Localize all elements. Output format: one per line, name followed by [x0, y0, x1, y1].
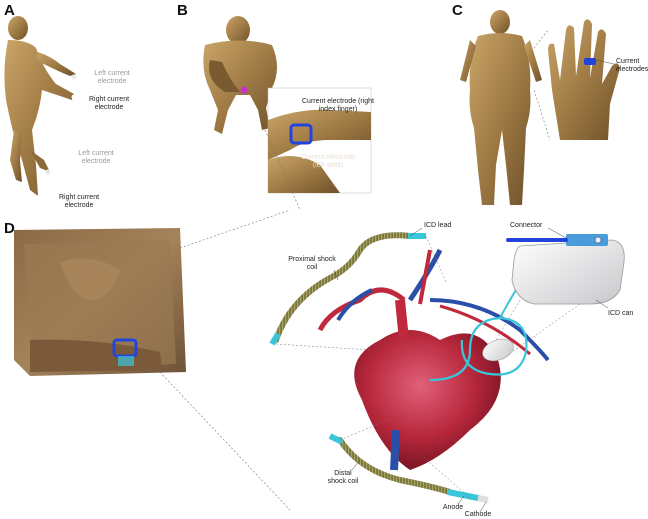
- callout-distal: [351, 459, 361, 471]
- label-right-current-electrode-upper: Right current electrode: [88, 96, 130, 111]
- callout-can: [595, 299, 609, 309]
- d-guide-1: [425, 235, 447, 283]
- panel-d-dash-bottom: [159, 371, 291, 511]
- panel-c-dash-bottom: [533, 89, 551, 141]
- panel-b-inset: [267, 87, 372, 194]
- d-guide-6: [419, 453, 471, 499]
- distal-coil-tip: [328, 433, 344, 445]
- finger-electrode-ring: [289, 123, 313, 145]
- panel-c-hand: [548, 19, 620, 140]
- panel-c-dash-top: [533, 29, 549, 49]
- label-anode: Anode: [442, 504, 464, 511]
- callout-proximal: [333, 269, 339, 281]
- callout-anode: [457, 495, 465, 505]
- d-guide-2: [275, 343, 371, 351]
- label-proximal-shock-coil: Proximal shock coil: [288, 256, 336, 271]
- panel-c-figure: [460, 10, 542, 205]
- label-current-electrode-finger: Current electrode (right index finger): [302, 98, 374, 113]
- panel-letter-a: A: [4, 2, 15, 19]
- label-connector: Connector: [510, 222, 543, 229]
- distal-shock-coil: [337, 437, 453, 495]
- label-left-current-electrode-lower: Left current electrode: [78, 150, 114, 165]
- panel-b-dash: [264, 129, 301, 211]
- label-icd-lead: ICD lead: [424, 222, 452, 229]
- label-icd-can: ICD can: [608, 310, 634, 317]
- label-current-electrode-wrist: Current electrode (left wrist): [300, 154, 356, 169]
- label-distal-shock-coil: Distal shock coil: [327, 470, 359, 485]
- proximal-shock-coil: [273, 232, 413, 343]
- callout-cathode: [479, 501, 487, 513]
- cathode-tip: [477, 495, 489, 503]
- callout-connector: [547, 227, 567, 239]
- panel-letter-d: D: [4, 220, 15, 237]
- panel-b-figure: [203, 16, 277, 134]
- panel-a-electrodes: [37, 74, 77, 199]
- icd-can: [506, 234, 625, 305]
- panel-c-callout: [595, 59, 615, 65]
- d-guide-5: [339, 417, 393, 441]
- connector-block: [566, 234, 608, 246]
- panel-letter-c: C: [452, 2, 463, 19]
- implanted-can: [482, 338, 514, 362]
- panel-d-chest: [14, 228, 186, 376]
- panel-b-finger-electrode: [240, 86, 248, 94]
- lead-loop: [429, 316, 528, 382]
- panel-letter-b: B: [177, 2, 188, 19]
- lead-distal-segment: [447, 489, 479, 501]
- label-current-electrodes: Current electrodes: [616, 58, 648, 73]
- panel-a-figure: [4, 16, 76, 196]
- label-left-current-electrode-upper: Left current electrode: [94, 70, 130, 85]
- label-right-current-electrode-lower: Right current electrode: [58, 194, 100, 209]
- proximal-coil-tip: [269, 332, 281, 346]
- callout-icd-lead: [409, 227, 423, 237]
- heart: [317, 248, 550, 471]
- panel-d-dash-top: [179, 209, 291, 249]
- d-guide-4: [511, 303, 581, 353]
- label-cathode: Cathode: [464, 511, 492, 518]
